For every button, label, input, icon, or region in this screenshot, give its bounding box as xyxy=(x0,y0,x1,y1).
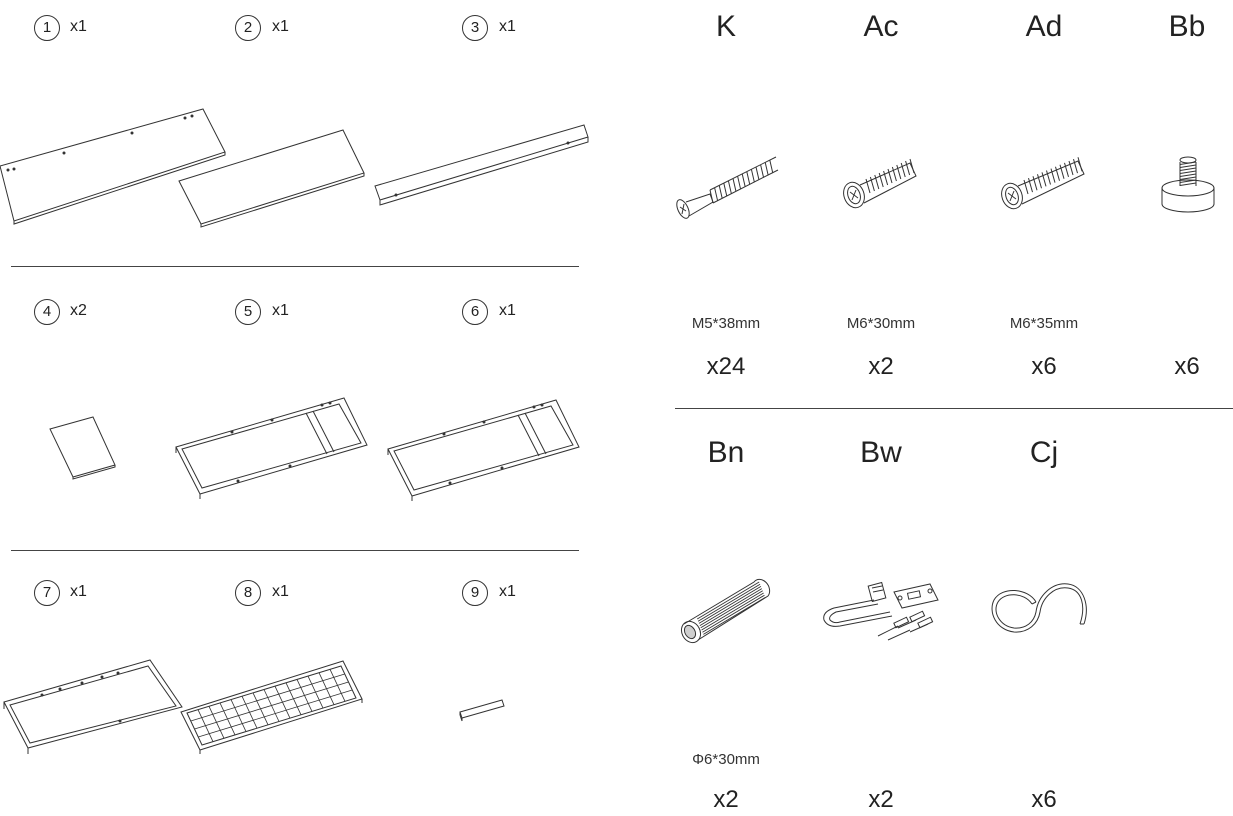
part-8-wire-mesh-shelf-drawing xyxy=(178,657,368,757)
wooden-dowel-icon xyxy=(678,578,774,646)
part-3-narrow-strip-drawing xyxy=(372,120,592,210)
hardware-cj-qty: x6 xyxy=(1031,786,1057,813)
hardware-ad-code: Ad xyxy=(1025,10,1063,43)
part-9-small-bar-drawing xyxy=(457,694,509,724)
part-5-ladder-frame-drawing xyxy=(172,393,372,503)
part-7-qty: x1 xyxy=(70,583,87,600)
hardware-divider xyxy=(675,408,1233,409)
part-2-number: 2 xyxy=(235,15,261,41)
expansion-screw-icon xyxy=(672,150,782,225)
part-2-qty: x1 xyxy=(272,18,289,35)
s-hook-icon xyxy=(988,580,1088,638)
part-6-ladder-frame-drawing xyxy=(384,395,584,505)
anti-tip-kit-icon xyxy=(818,576,944,644)
hardware-k-code: K xyxy=(715,10,736,43)
part-9-number: 9 xyxy=(462,580,488,606)
hardware-ac-qty: x2 xyxy=(868,353,894,380)
row-divider-1 xyxy=(11,266,579,267)
hardware-ac-code: Ac xyxy=(863,10,899,43)
leveling-foot-icon xyxy=(1158,150,1218,220)
row-divider-2 xyxy=(11,550,579,551)
hardware-k-qty: x24 xyxy=(706,353,746,380)
part-4-qty: x2 xyxy=(70,302,87,319)
part-3-number: 3 xyxy=(462,15,488,41)
part-1-long-board-drawing xyxy=(0,100,235,230)
part-6-qty: x1 xyxy=(499,302,516,319)
part-3-qty: x1 xyxy=(499,18,516,35)
hardware-bw-code: Bw xyxy=(860,436,902,469)
hardware-k-size: M5*38mm xyxy=(691,315,761,332)
part-6-number: 6 xyxy=(462,299,488,325)
hardware-ac-size: M6*30mm xyxy=(846,315,916,332)
hardware-cj-code: Cj xyxy=(1029,436,1059,469)
hardware-bn-size: Φ6*30mm xyxy=(692,751,760,768)
part-8-qty: x1 xyxy=(272,583,289,600)
part-4-number: 4 xyxy=(34,299,60,325)
part-1-qty: x1 xyxy=(70,18,87,35)
part-5-number: 5 xyxy=(235,299,261,325)
hardware-bn-code: Bn xyxy=(707,436,745,469)
hardware-ad-size: M6*35mm xyxy=(1009,315,1079,332)
bolt-icon xyxy=(840,155,925,215)
hardware-bw-qty: x2 xyxy=(868,786,894,813)
part-7-number: 7 xyxy=(34,580,60,606)
part-9-qty: x1 xyxy=(499,583,516,600)
part-2-long-board-drawing xyxy=(175,125,375,235)
part-8-number: 8 xyxy=(235,580,261,606)
part-1-number: 1 xyxy=(34,15,60,41)
part-5-qty: x1 xyxy=(272,302,289,319)
hardware-bb-qty: x6 xyxy=(1174,353,1200,380)
hardware-ad-qty: x6 xyxy=(1031,353,1057,380)
bolt-icon xyxy=(998,155,1088,215)
part-4-small-plate-drawing xyxy=(48,415,120,481)
hardware-bn-qty: x2 xyxy=(713,786,739,813)
part-7-open-frame-drawing xyxy=(2,655,188,760)
hardware-bb-code: Bb xyxy=(1168,10,1206,43)
